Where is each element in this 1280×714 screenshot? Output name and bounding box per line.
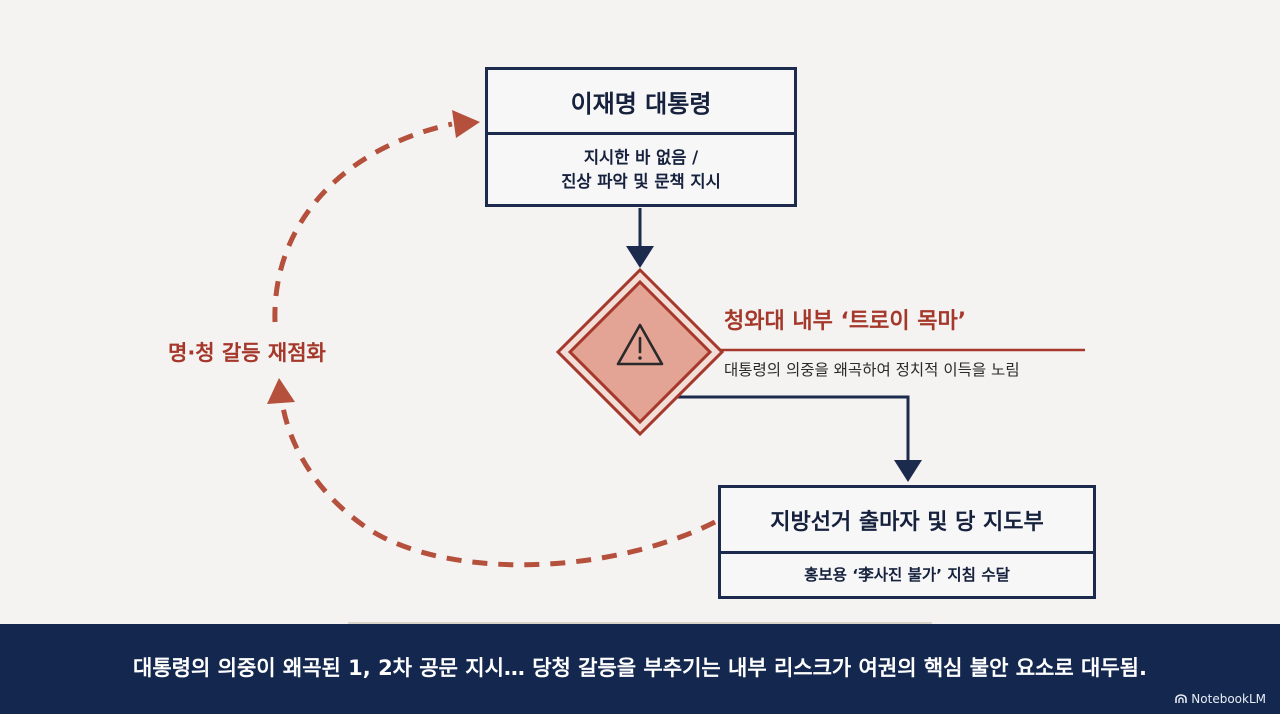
cycle-arrow-lower-head [267,378,295,404]
notebooklm-watermark: NotebookLM [1175,692,1266,706]
warning-icon [616,323,664,366]
cycle-arrow-lower [279,401,717,568]
risk-title: 청와대 내부 ‘트로이 목마’ [724,309,967,334]
president-title: 이재명 대통령 [488,70,794,135]
watermark-text: NotebookLM [1191,692,1266,706]
president-detail-line1: 지시한 바 없음 / [583,147,699,167]
president-detail: 지시한 바 없음 / 진상 파악 및 문책 지시 [488,135,794,204]
notebooklm-logo-icon [1175,694,1188,703]
cycle-arrow-upper [272,121,453,323]
cycle-label: 명·청 갈등 재점화 [168,341,326,365]
candidates-box: 지방선거 출마자 및 당 지도부 홍보용 ‘李사진 불가’ 지침 수달 [718,485,1096,599]
risk-description: 대통령의 의중을 왜곡하여 정치적 이득을 노림 [724,361,1020,379]
candidates-detail-line1: 홍보용 ‘李사진 불가’ 지침 수달 [804,565,1010,584]
president-detail-line2: 진상 파악 및 문책 지시 [561,171,721,191]
arrow-president-to-risk-head [626,246,654,268]
arrow-risk-to-candidates [676,395,910,462]
candidates-title: 지방선거 출마자 및 당 지도부 [721,488,1093,554]
caption-bar [0,624,1280,714]
arrow-risk-to-candidates-head [894,460,922,482]
caption-text: 대통령의 의중이 왜곡된 1, 2차 공문 지시… 당청 갈등을 부추기는 내부… [133,656,1147,680]
candidates-detail: 홍보용 ‘李사진 불가’ 지침 수달 [721,554,1093,596]
cycle-arrow-upper-head [452,110,480,138]
president-box: 이재명 대통령 지시한 바 없음 / 진상 파악 및 문책 지시 [485,67,797,207]
risk-diamond [555,267,725,437]
